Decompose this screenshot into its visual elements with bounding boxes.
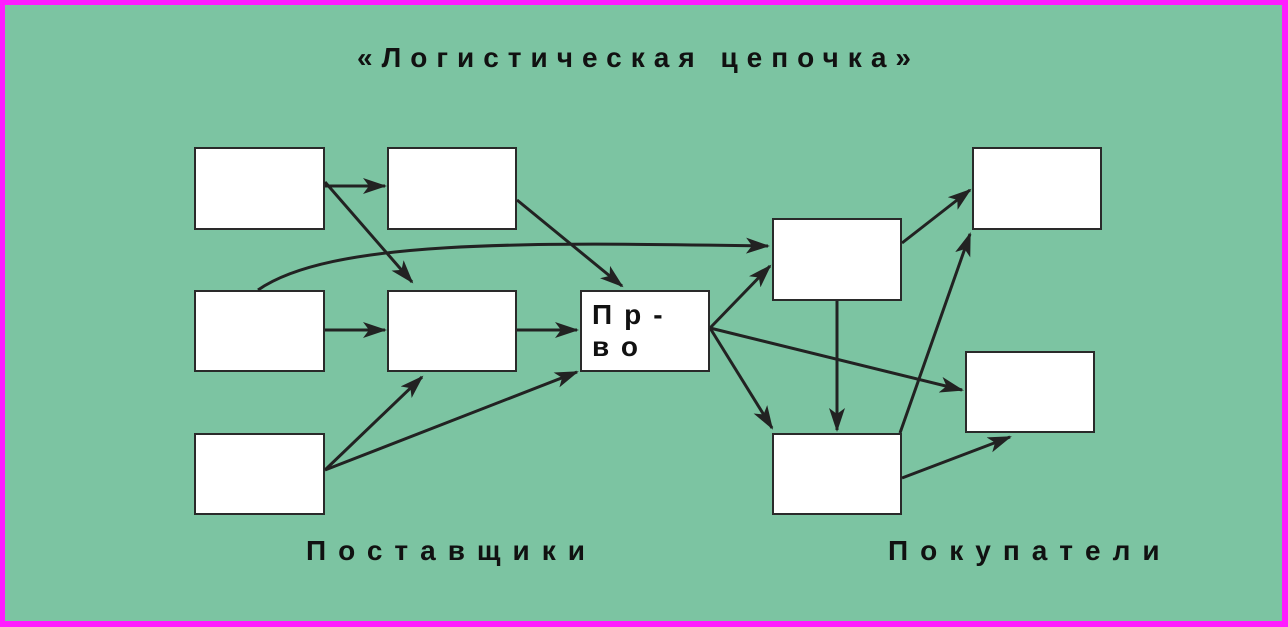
buyers-label: Покупатели	[888, 535, 1172, 566]
arrow-d1-b1	[901, 188, 972, 245]
production-box: Пр-во	[580, 290, 710, 372]
arrow-s1-i2	[323, 181, 414, 284]
buyer-box-1	[972, 147, 1102, 230]
arrow-d2-b1	[898, 232, 972, 434]
arrow-prod-d1	[708, 264, 772, 330]
distributor-box-2	[772, 433, 902, 515]
arrow-s3-i2	[323, 375, 424, 472]
production-label: Пр-во	[592, 299, 675, 362]
supplier-box-2	[194, 290, 325, 372]
intermediate-box-1	[387, 147, 517, 230]
suppliers-label: Поставщики	[306, 535, 597, 566]
arrow-s2-d1	[257, 237, 770, 292]
buyer-box-2	[965, 351, 1095, 433]
intermediate-box-2	[387, 290, 517, 372]
distributor-box-1	[772, 218, 902, 301]
arrow-prod-d2	[708, 327, 774, 430]
diagram-title: «Логистическая цепочка»	[357, 42, 920, 73]
supplier-box-1	[194, 147, 325, 230]
arrow-d2-b2	[901, 435, 1012, 480]
arrow-s3-prod	[324, 370, 579, 472]
supplier-box-3	[194, 433, 325, 515]
